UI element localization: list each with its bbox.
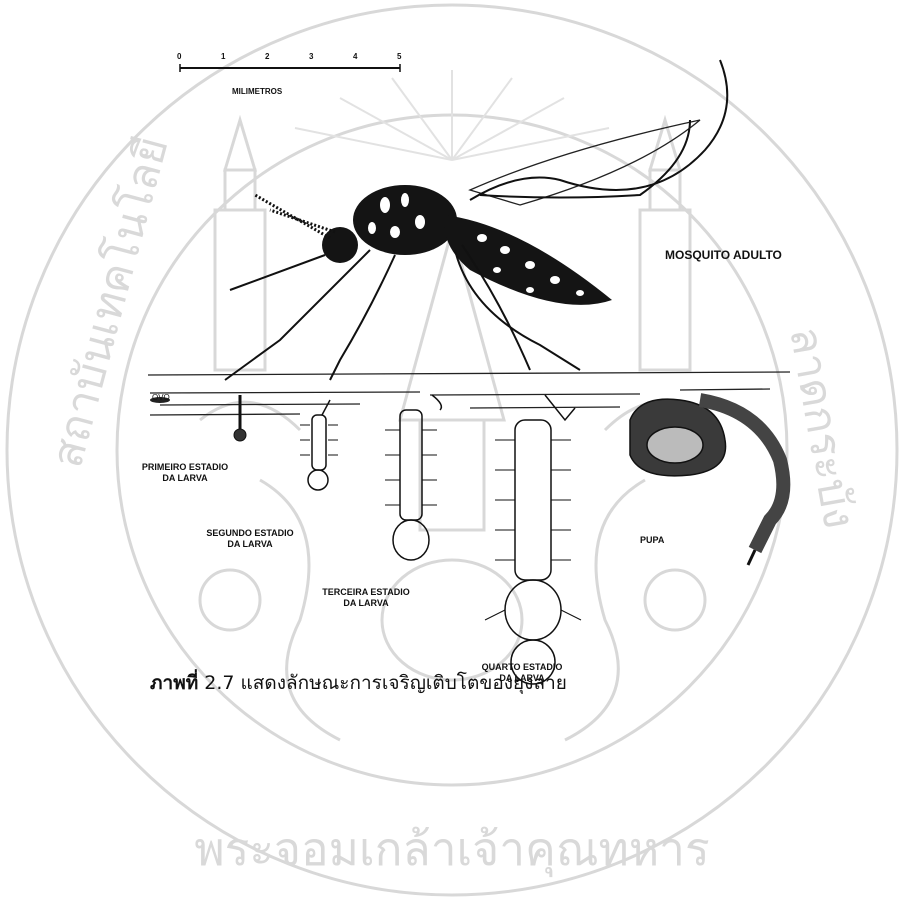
scale-tick-4: 4 xyxy=(353,52,357,61)
figure-caption: ภาพที่ 2.7 แสดงลักษณะการเจริญเติบโตของยุ… xyxy=(150,668,567,698)
figure-caption-text: 2.7 แสดงลักษณะการเจริญเติบโตของยุงลาย xyxy=(198,672,567,694)
first-instar-larva xyxy=(234,395,246,441)
first-instar-label: PRIMEIRO ESTADIO DA LARVA xyxy=(133,462,237,484)
scale-unit-label: MILIMETROS xyxy=(232,86,282,97)
scale-tick-2: 2 xyxy=(265,52,269,61)
first-instar-label-line2: DA LARVA xyxy=(133,473,237,484)
scale-tick-5: 5 xyxy=(397,52,401,61)
figure-caption-prefix: ภาพที่ xyxy=(150,672,198,694)
adult-mosquito-label: MOSQUITO ADULTO xyxy=(665,250,782,261)
third-instar-label-line2: DA LARVA xyxy=(308,598,424,609)
second-instar-label: SEGUNDO ESTADIO DA LARVA xyxy=(198,528,302,550)
adult-mosquito xyxy=(225,60,727,380)
third-instar-larva xyxy=(385,395,441,560)
egg-label: OVO xyxy=(152,392,170,403)
scale-tick-0: 0 xyxy=(177,52,181,61)
scale-bar xyxy=(180,64,400,72)
third-instar-label: TERCEIRA ESTADIO DA LARVA xyxy=(308,587,424,609)
first-instar-label-line1: PRIMEIRO ESTADIO xyxy=(133,462,237,473)
pupa-label: PUPA xyxy=(640,535,664,546)
second-instar-label-line1: SEGUNDO ESTADIO xyxy=(198,528,302,539)
second-instar-larva xyxy=(300,400,338,490)
fourth-instar-larva xyxy=(485,395,581,684)
second-instar-label-line2: DA LARVA xyxy=(198,539,302,550)
scale-tick-3: 3 xyxy=(309,52,313,61)
scale-tick-1: 1 xyxy=(221,52,225,61)
third-instar-label-line1: TERCEIRA ESTADIO xyxy=(308,587,424,598)
